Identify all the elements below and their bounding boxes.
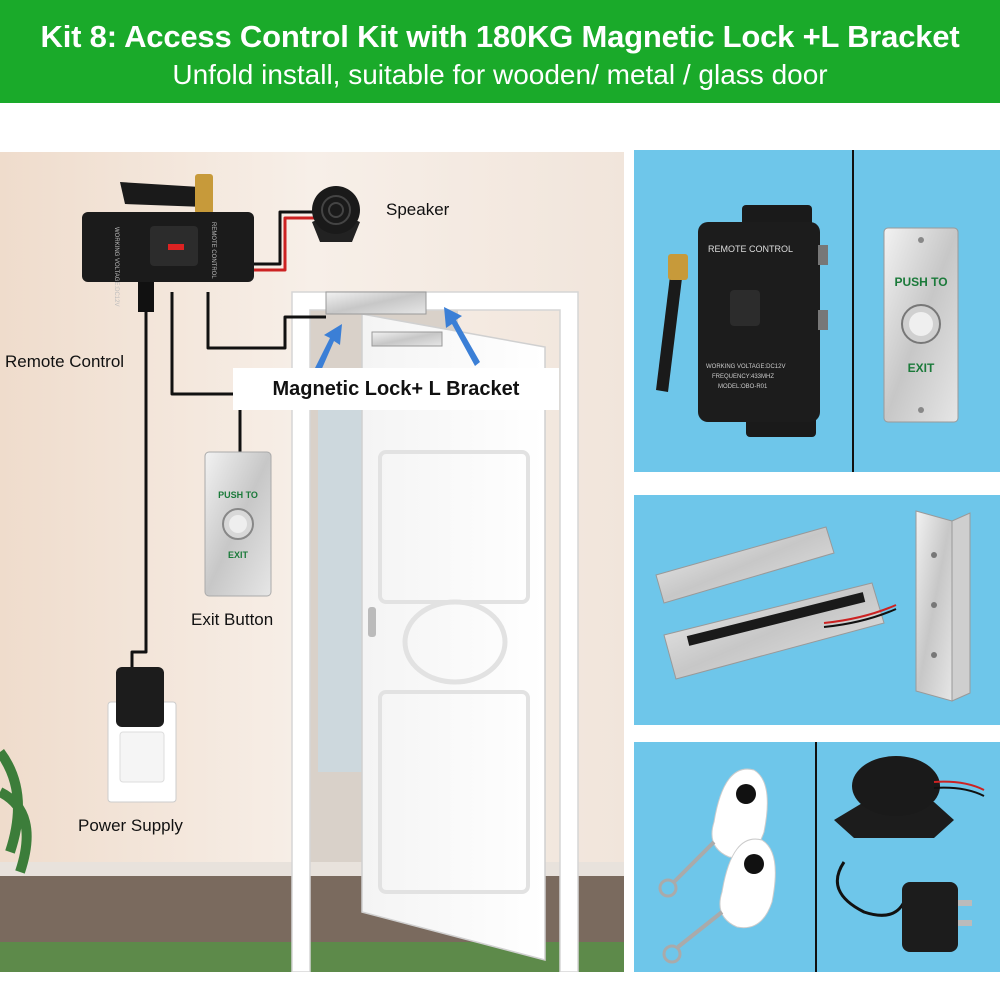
power-outlet <box>107 667 177 803</box>
exit-button-exit: EXIT <box>908 361 935 375</box>
remote-control-label: Remote Control <box>5 352 125 371</box>
remote-fob-1 <box>658 768 768 898</box>
door-handle <box>368 607 376 637</box>
controller-title-text: REMOTE CONTROL <box>708 244 793 254</box>
exit-button-push-to: PUSH TO <box>894 275 947 289</box>
magnetic-lock <box>325 291 427 315</box>
controller-unit: REMOTE CONTROL WORKING VOLTAGE:DC12V FRE… <box>656 205 828 437</box>
armature-plate <box>655 526 835 604</box>
scene-illustration: WORKING VOLTAGE:DC12V REMOTE CONTROL PUS… <box>0 152 624 972</box>
scene-exit-button: PUSH TO EXIT <box>204 451 272 597</box>
l-bracket-unit <box>915 510 971 702</box>
scene-controller-voltage: WORKING VOLTAGE:DC12V <box>113 227 119 306</box>
door-medallion <box>402 599 508 685</box>
panel-controller-exit: REMOTE CONTROL WORKING VOLTAGE:DC12V FRE… <box>634 150 1000 472</box>
scene-controller-title: REMOTE CONTROL <box>210 222 216 279</box>
lock-arrow-left <box>314 324 342 373</box>
controller-model-text: MODEL:OBO-R01 <box>718 384 768 390</box>
l-bracket <box>371 331 443 347</box>
power-adapter-unit <box>835 861 972 952</box>
plant <box>0 749 32 874</box>
title-banner: Kit 8: Access Control Kit with 180KG Mag… <box>0 0 1000 103</box>
panel3-illustration <box>658 742 985 972</box>
scene-exit-exit: EXIT <box>228 550 249 560</box>
exit-button-unit: PUSH TO EXIT <box>883 227 959 423</box>
power-supply-label: Power Supply <box>78 816 183 835</box>
controller-box: WORKING VOLTAGE:DC12V REMOTE CONTROL <box>82 174 254 312</box>
wiring <box>130 210 326 670</box>
controller-voltage-text: WORKING VOLTAGE:DC12V <box>706 364 785 370</box>
door-frame <box>291 291 579 972</box>
banner-title: Kit 8: Access Control Kit with 180KG Mag… <box>40 19 960 54</box>
banner-subtitle: Unfold install, suitable for wooden/ met… <box>172 59 828 90</box>
panel1-illustration: REMOTE CONTROL WORKING VOLTAGE:DC12V FRE… <box>656 150 959 472</box>
speaker-unit <box>834 756 985 838</box>
panel2-illustration <box>655 510 971 702</box>
magnetic-lock-body <box>663 582 897 680</box>
remote-fob-2 <box>662 838 776 964</box>
power-adapter <box>116 667 164 727</box>
exit-button-label: Exit Button <box>191 610 274 629</box>
panel-accessories <box>634 742 1000 972</box>
installation-scene: WORKING VOLTAGE:DC12V REMOTE CONTROL PUS… <box>0 152 624 972</box>
panel-magnetic-lock <box>634 495 1000 725</box>
controller-frequency-text: FREQUENCY:433MHZ <box>712 374 774 380</box>
scene-exit-push-to: PUSH TO <box>218 490 258 500</box>
magnetic-lock-label: Magnetic Lock+ L Bracket <box>233 368 559 410</box>
door-leaf <box>361 313 546 961</box>
speaker-label: Speaker <box>386 200 450 219</box>
speaker <box>312 186 360 242</box>
door-panel-lower <box>378 690 530 894</box>
lock-arrow-right <box>444 307 480 366</box>
